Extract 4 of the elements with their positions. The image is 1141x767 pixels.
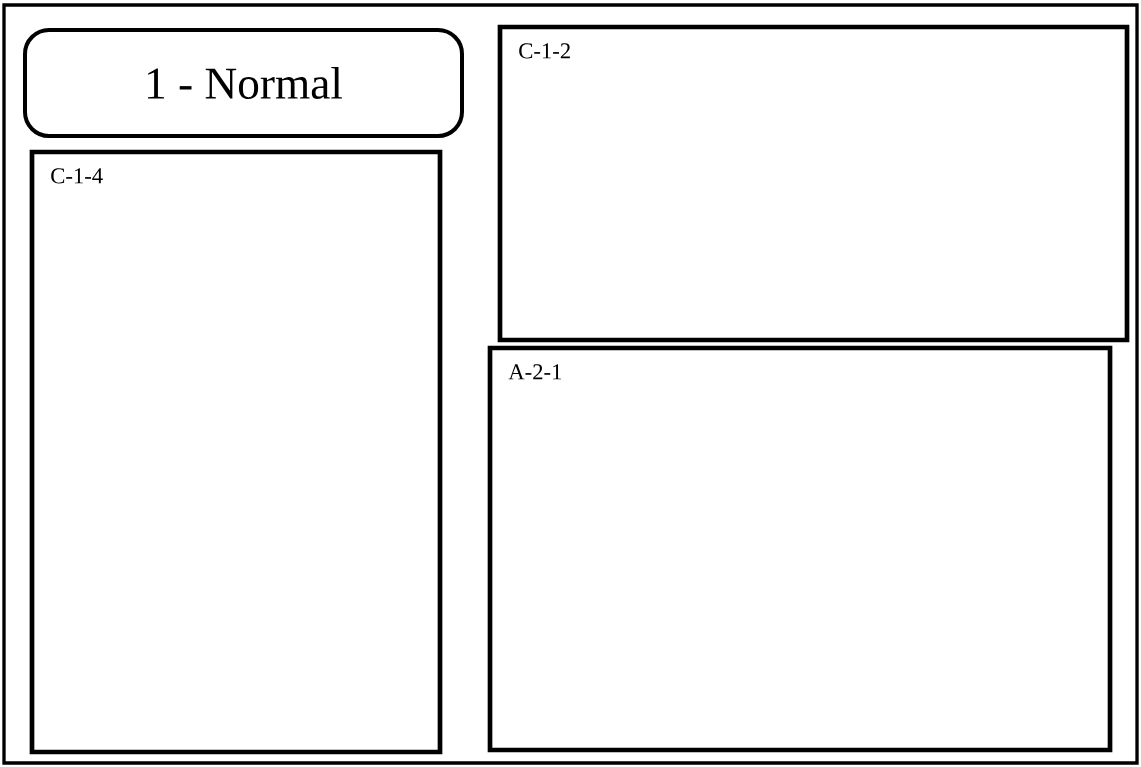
panel-box: C-1-4 [29,149,443,755]
panel-box: A-2-1 [487,345,1113,753]
panel-box: C-1-2 [497,24,1130,343]
title-box: 1 - Normal [23,28,464,138]
